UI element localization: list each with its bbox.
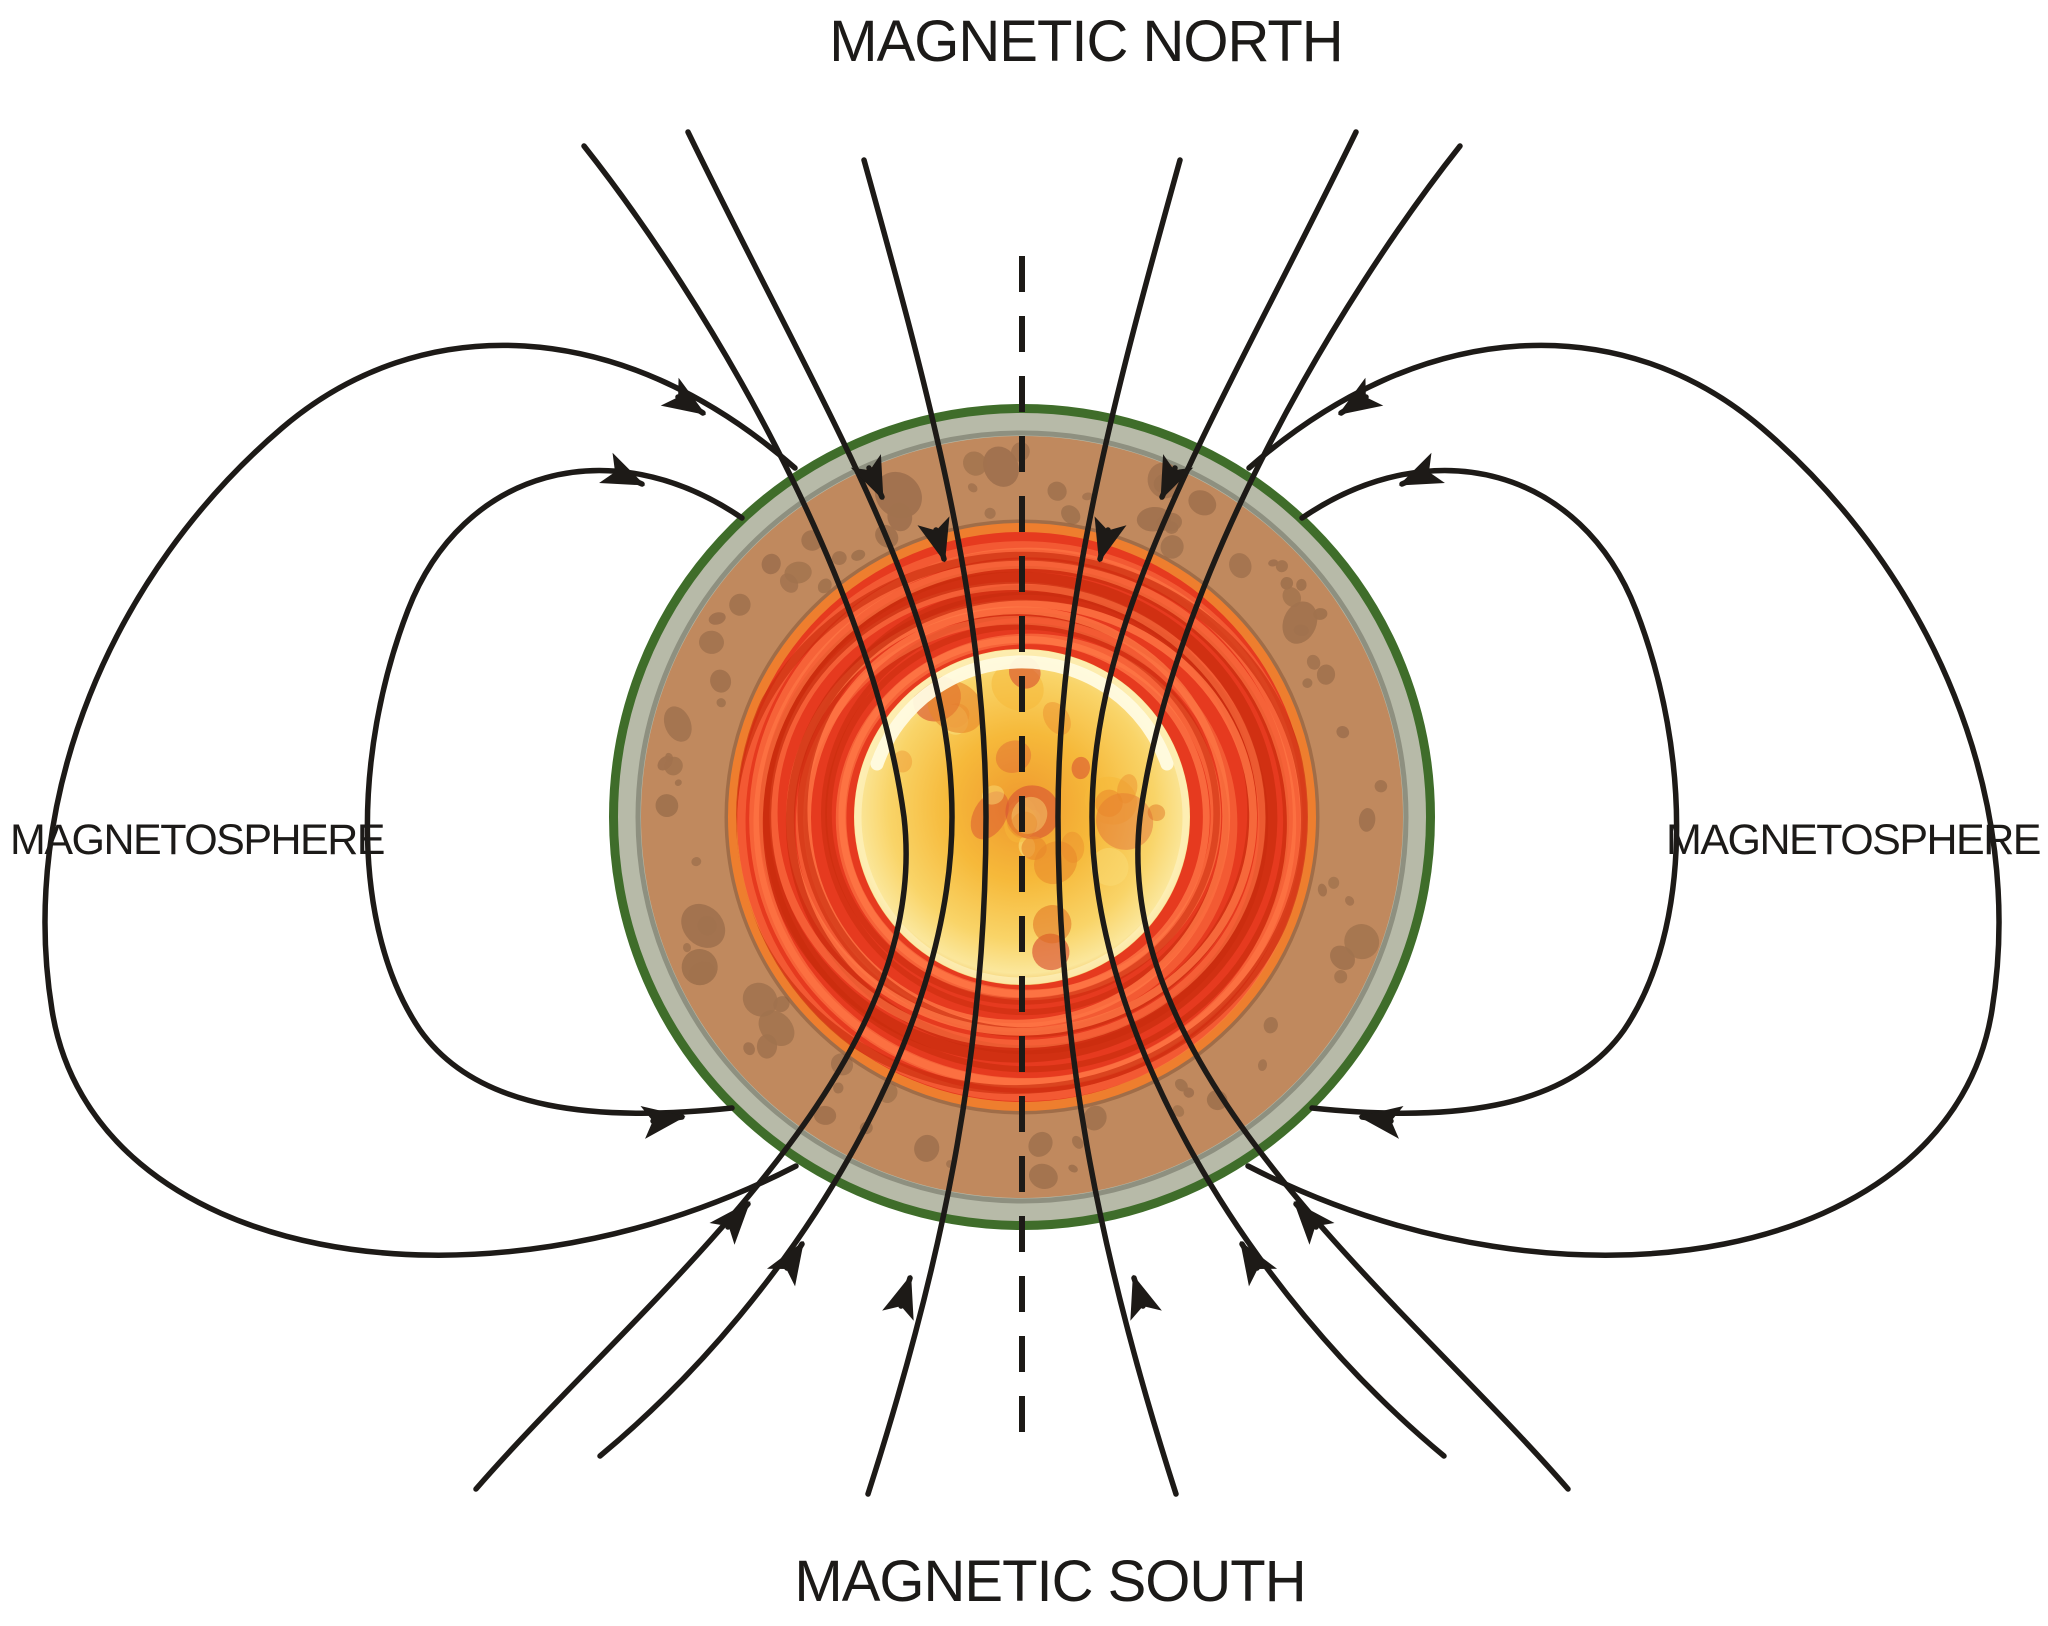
- field-line-through-inner-left: [861, 157, 989, 1497]
- field-arrow: [1293, 1201, 1335, 1245]
- inner-core-top-highlight: [870, 655, 1174, 771]
- field-arrow: [1130, 1274, 1162, 1321]
- field-arrow: [1159, 454, 1194, 501]
- magnetic-north-label: MAGNETIC NORTH: [829, 9, 1343, 74]
- field-arrow: [660, 377, 707, 416]
- magnetosphere-label-right: MAGNETOSPHERE: [1666, 816, 2041, 864]
- field-line-through-inner-right: [1055, 157, 1183, 1497]
- crust-inner-edge-line: [635, 430, 1409, 1204]
- field-loop-outer-left: [42, 342, 799, 1258]
- magnetosphere-label-left: MAGNETOSPHERE: [10, 816, 385, 864]
- field-arrow: [599, 452, 646, 487]
- field-arrow: [709, 1201, 751, 1245]
- field-loop-outer-right: [1245, 342, 2002, 1258]
- field-arrow: [1398, 452, 1445, 487]
- field-arrow: [1094, 516, 1127, 563]
- field-arrow: [640, 1106, 686, 1139]
- magnetic-south-label: MAGNETIC SOUTH: [794, 1549, 1306, 1614]
- field-arrow: [766, 1240, 805, 1287]
- field-line-through-outer-left: [473, 143, 909, 1492]
- field-arrow: [882, 1274, 914, 1321]
- field-arrow: [1358, 1106, 1404, 1139]
- field-arrow: [917, 516, 950, 563]
- field-arrow: [850, 454, 885, 501]
- field-loop-inner-right: [1299, 467, 1680, 1116]
- field-line-through-outer-right: [1135, 143, 1571, 1492]
- field-arrow: [1337, 377, 1384, 416]
- field-loop-inner-left: [364, 467, 745, 1116]
- field-lines: [42, 129, 2002, 1497]
- outer-core-swirls: [736, 541, 1308, 1102]
- field-arrow: [1239, 1240, 1278, 1287]
